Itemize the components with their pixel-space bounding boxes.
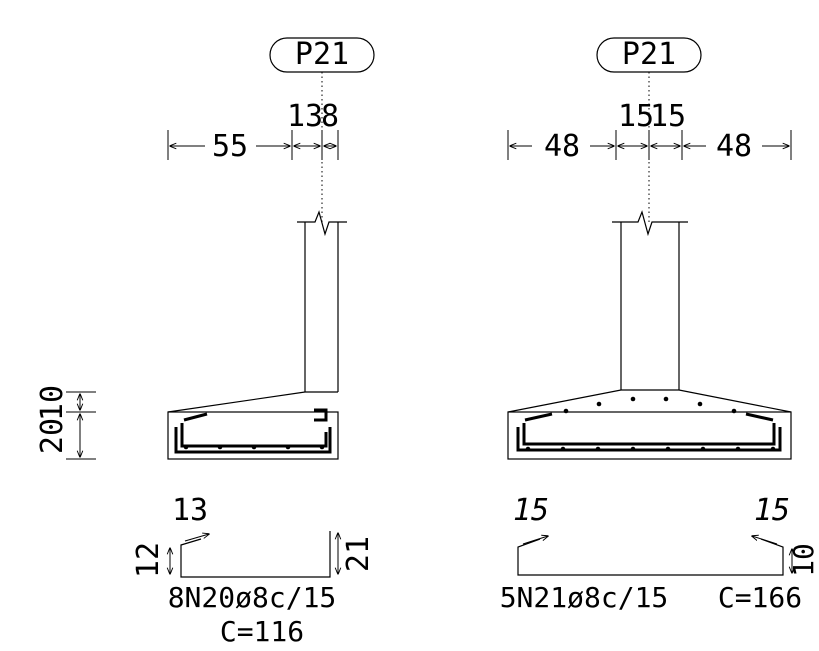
right-bar-leg-10: 10 <box>787 543 819 577</box>
left-height-20: 20 <box>35 418 70 454</box>
left-bar-leg-12: 12 <box>131 542 166 578</box>
right-footing <box>507 389 792 460</box>
right-top-dimension: 48 15 15 48 <box>507 99 792 164</box>
right-dim-48-right: 48 <box>716 129 752 164</box>
left-bar-schedule: 13 12 21 8N20ø8c/15 C=116 <box>131 493 376 648</box>
right-bar-hook-15-right: 15 <box>754 493 790 528</box>
right-bar-schedule: 15 15 10 5N21ø8c/15 C=166 <box>500 493 819 614</box>
right-dim-48-left: 48 <box>544 129 580 164</box>
left-column-tag-label: P21 <box>295 37 349 72</box>
right-dim-15-a: 15 <box>618 99 654 134</box>
left-footing-detail: P21 55 13 8 <box>35 37 376 648</box>
right-bar-length: C=166 <box>718 581 802 614</box>
left-dim-55: 55 <box>212 129 248 164</box>
left-column <box>297 210 347 392</box>
right-column-tag-label: P21 <box>622 37 676 72</box>
right-bar-spec: 5N21ø8c/15 <box>500 581 669 614</box>
left-bar-hook-13: 13 <box>172 493 208 528</box>
left-top-dimension: 55 13 8 <box>167 99 339 164</box>
left-column-tag: P21 <box>269 37 375 73</box>
left-dim-13: 13 <box>287 99 323 134</box>
right-bar-hook-15-left: 15 <box>513 493 549 528</box>
left-height-dimension: 20 10 <box>35 385 96 460</box>
right-column <box>612 210 688 390</box>
left-dim-8: 8 <box>321 99 339 134</box>
right-column-tag: P21 <box>596 37 702 73</box>
left-height-10: 10 <box>35 385 70 421</box>
right-dim-15-b: 15 <box>650 99 686 134</box>
left-bar-length: C=116 <box>220 615 304 648</box>
left-bar-leg-21: 21 <box>341 536 376 572</box>
left-bar-spec: 8N20ø8c/15 <box>168 581 337 614</box>
left-footing <box>167 391 339 460</box>
right-footing-detail: P21 48 15 15 48 <box>500 37 819 614</box>
